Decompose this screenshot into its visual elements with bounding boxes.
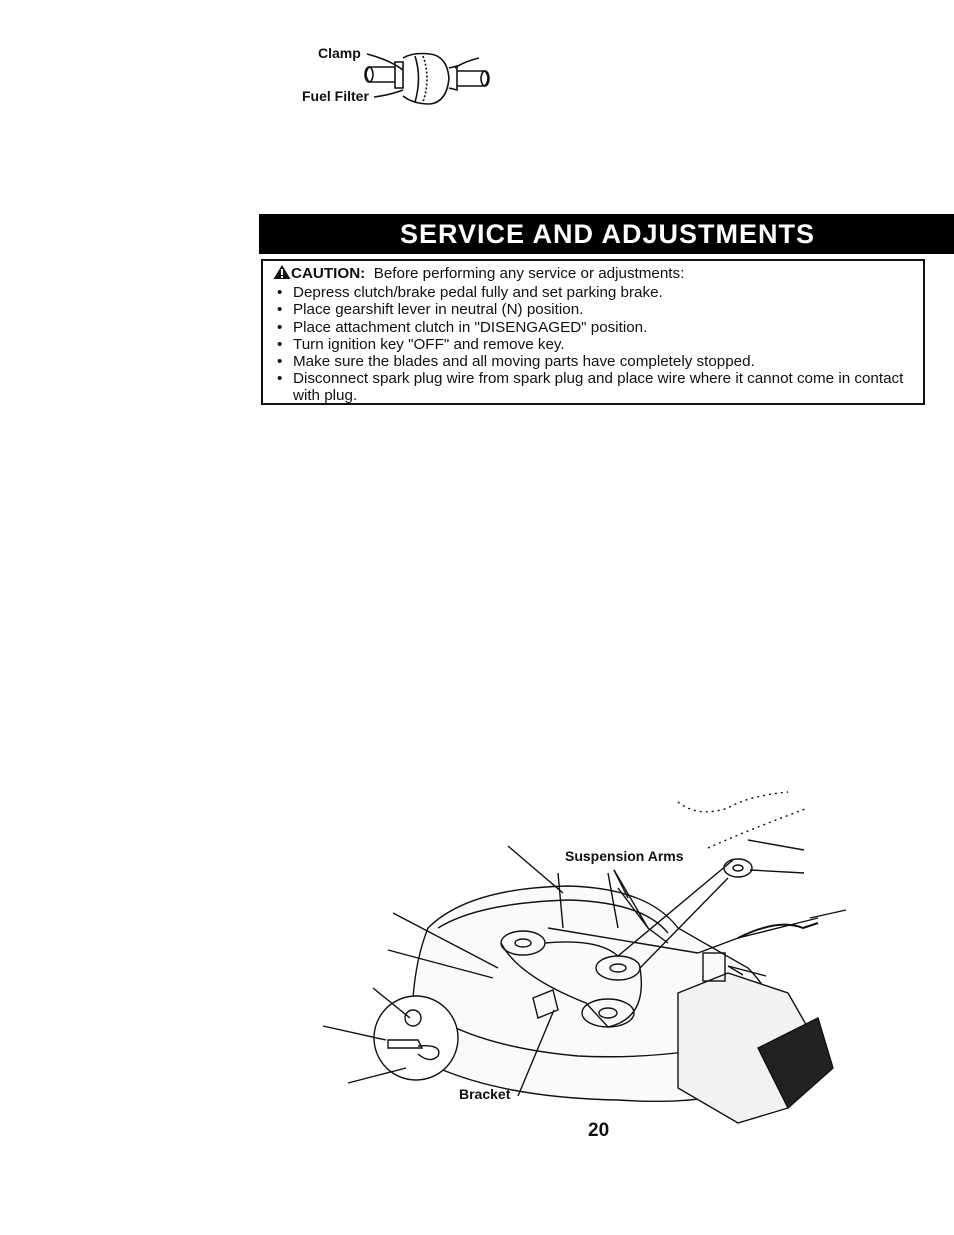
bullet-glyph: • — [277, 301, 283, 319]
caution-intro: Before performing any service or adjustm… — [373, 265, 685, 282]
list-item: • Place gearshift lever in neutral (N) po… — [273, 301, 915, 318]
bullet-glyph: • — [277, 318, 283, 336]
warning-triangle-icon — [273, 264, 291, 284]
caution-item-text: Place gearshift lever in neutral (N) pos… — [293, 301, 584, 319]
bullet-glyph: • — [277, 370, 283, 388]
bracket-label: Bracket — [459, 1086, 511, 1102]
list-item: • Depress clutch/brake pedal fully and se… — [273, 284, 915, 301]
caution-item-text: Depress clutch/brake pedal fully and set… — [293, 284, 663, 302]
bullet-glyph: • — [277, 353, 283, 371]
caution-item-text: Disconnect spark plug wire from spark pl… — [293, 370, 904, 405]
list-item: • Turn ignition key "OFF" and remove key. — [273, 336, 915, 353]
fuel-filter-label: Fuel Filter — [302, 88, 369, 104]
caution-item-text: Turn ignition key "OFF" and remove key. — [293, 335, 565, 353]
caution-label: CAUTION: — [291, 265, 366, 282]
caution-item-text: Place attachment clutch in "DISENGAGED" … — [293, 318, 648, 336]
clamp-label: Clamp — [318, 45, 361, 61]
suspension-arms-label: Suspension Arms — [565, 848, 684, 864]
caution-item-text: Make sure the blades and all moving part… — [293, 353, 755, 371]
mower-deck-illustration — [322, 791, 847, 1124]
section-title-banner: SERVICE AND ADJUSTMENTS — [259, 214, 954, 254]
caution-list: • Depress clutch/brake pedal fully and se… — [273, 284, 915, 404]
page-number: 20 — [588, 1120, 610, 1141]
fuel-filter-illustration — [364, 52, 490, 105]
caution-heading-line: CAUTION: Before performing any service o… — [273, 264, 915, 284]
list-item: • Make sure the blades and all moving par… — [273, 353, 915, 370]
list-item: • Disconnect spark plug wire from spark p… — [273, 370, 915, 404]
list-item: • Place attachment clutch in "DISENGAGED"… — [273, 319, 915, 336]
bullet-glyph: • — [277, 284, 283, 302]
bullet-glyph: • — [277, 335, 283, 353]
caution-box: CAUTION: Before performing any service o… — [261, 259, 925, 405]
